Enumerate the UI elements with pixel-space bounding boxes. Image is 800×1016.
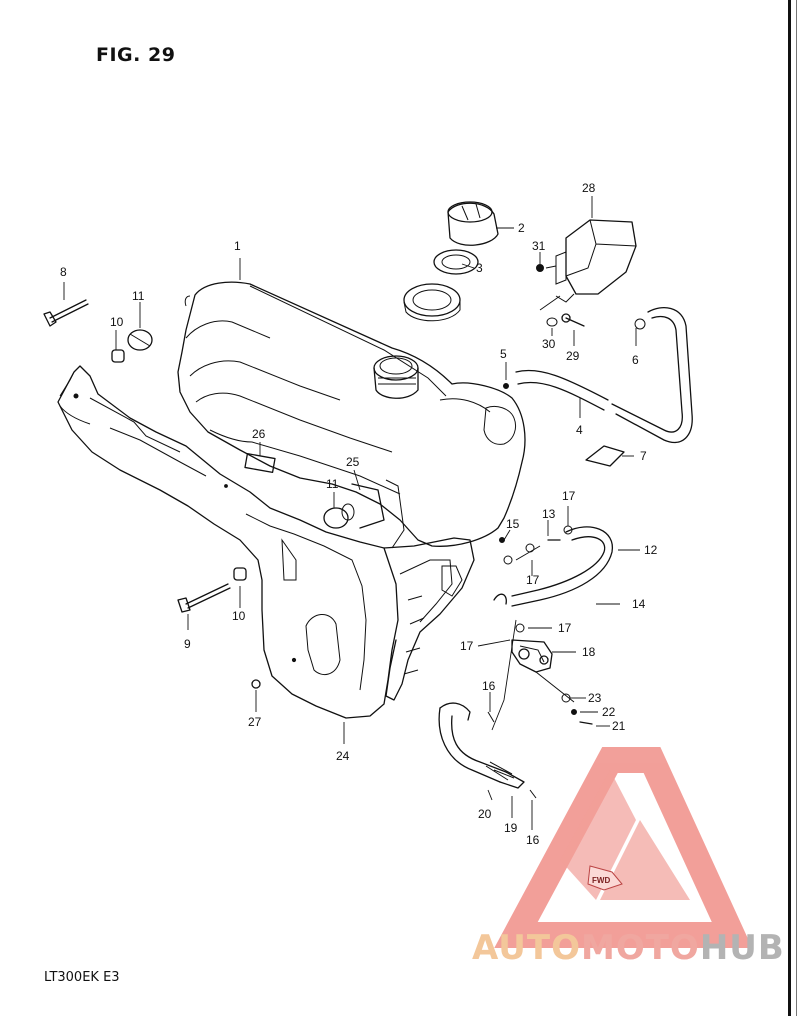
mounting-bolt-9 <box>177 583 231 613</box>
fuel-line-hose <box>438 702 525 789</box>
model-code: LT300EK E3 <box>44 970 120 985</box>
canister-nut <box>536 264 544 272</box>
part-label: 20 <box>478 807 492 821</box>
clamp-17c <box>515 623 525 633</box>
cushion-lower <box>323 503 355 529</box>
part-label: 31 <box>532 239 546 253</box>
part-label: 7 <box>640 449 647 463</box>
watermark-part-1: AUTO <box>472 928 581 968</box>
part-label: 25 <box>346 455 360 469</box>
part-label: 21 <box>612 719 626 733</box>
fwd-badge-text: FWD <box>592 876 610 885</box>
part-label: 17 <box>558 621 572 635</box>
part-label: 13 <box>542 507 556 521</box>
part-label: 28 <box>582 181 596 195</box>
figure-title: FIG. 29 <box>96 44 176 66</box>
fuel-hose <box>493 526 613 607</box>
fuel-cock-screw <box>579 721 593 725</box>
canister-bolt <box>561 313 585 327</box>
part-label: 18 <box>582 645 596 659</box>
part-label: 15 <box>506 517 520 531</box>
evap-canister <box>545 219 637 303</box>
part-label: 11 <box>132 289 145 303</box>
hose-clamp <box>585 445 625 467</box>
caution-label <box>244 453 276 473</box>
collar-upper <box>111 349 125 363</box>
part-label: 30 <box>542 337 556 351</box>
part-label: 17 <box>562 489 576 503</box>
part-label: 29 <box>566 349 580 363</box>
clip-16a <box>487 711 495 723</box>
fwd-arrow-icon: FWD <box>587 865 623 891</box>
part-label: 4 <box>576 423 583 437</box>
part-label: 9 <box>184 637 191 651</box>
watermark-part-3: HUB <box>699 928 785 968</box>
part-label: 6 <box>632 353 639 367</box>
washer <box>546 317 558 327</box>
part-label: 16 <box>526 833 540 847</box>
fuel-cock-nut <box>571 709 577 715</box>
watermark-logo-icon <box>494 747 753 948</box>
page-border-rule <box>788 0 791 1016</box>
part-label: 14 <box>632 597 646 611</box>
tank-bracket <box>57 365 475 719</box>
clamp-17d <box>503 555 513 565</box>
fuel-cap <box>447 201 499 246</box>
page-border-rule-secondary <box>796 0 797 1016</box>
leader-lines <box>63 196 640 830</box>
watermark-part-2: MOTO <box>580 928 700 968</box>
cap-gasket <box>433 249 479 275</box>
part-label: 23 <box>588 691 602 705</box>
mounting-bolt-8 <box>43 299 89 327</box>
part-label: 17 <box>526 573 540 587</box>
collar-lower <box>233 567 247 581</box>
part-label: 19 <box>504 821 518 835</box>
clip-5 <box>503 383 509 389</box>
clip-16b <box>529 789 537 799</box>
fitting-15 <box>499 537 505 543</box>
part-label: 27 <box>248 715 262 729</box>
part-label: 16 <box>482 679 496 693</box>
part-number-labels: 1 2 3 4 5 6 7 8 9 10 10 11 11 12 13 14 1… <box>60 181 658 847</box>
part-label: 8 <box>60 265 67 279</box>
part-label: 22 <box>602 705 616 719</box>
part-label: 2 <box>518 221 525 235</box>
fuel-cock <box>511 639 575 703</box>
breather-hose <box>515 306 693 444</box>
filler-seal-ring <box>403 283 461 322</box>
screw-27 <box>251 679 261 689</box>
part-label: 17 <box>460 639 474 653</box>
part-label: 1 <box>234 239 241 253</box>
fuel-tank <box>177 281 526 547</box>
part-label: 11 <box>326 477 339 491</box>
part-label: 5 <box>500 347 507 361</box>
clamp-17a <box>525 543 535 553</box>
part-label: 12 <box>644 543 658 557</box>
part-label: 24 <box>336 749 350 763</box>
part-label: 10 <box>110 315 124 329</box>
cushion-upper <box>127 329 153 351</box>
part-label: 26 <box>252 427 266 441</box>
tank-band <box>351 483 385 529</box>
part-label: 10 <box>232 609 246 623</box>
part-label: 3 <box>476 261 483 275</box>
watermark-text: AUTOMOTOHUB <box>472 928 785 968</box>
